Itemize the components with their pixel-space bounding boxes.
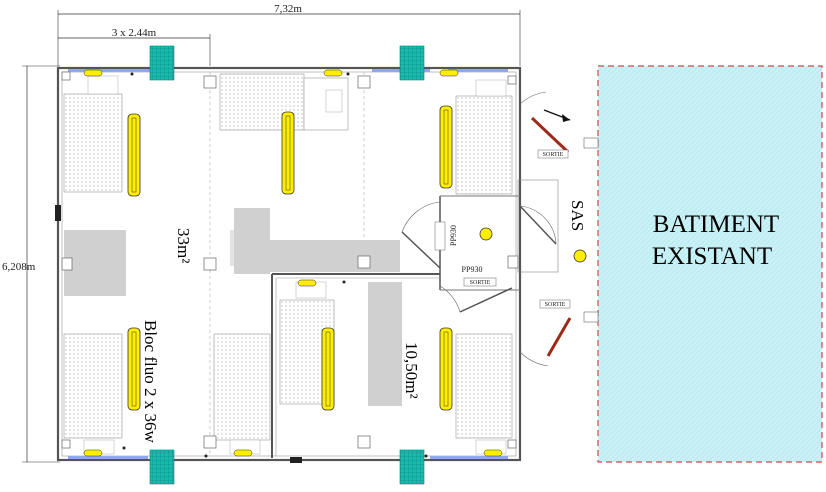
small-room-label: 10,50m² xyxy=(402,342,421,399)
exit-sign-top: SORTIE xyxy=(543,152,564,158)
airlock-doors: SORTIE SORTIE xyxy=(401,91,599,367)
exit-sign-bottom: SORTIE xyxy=(545,302,566,308)
pp930-labels: PP930 PP930 SORTIE xyxy=(434,221,497,287)
total-depth-label: 6,208m xyxy=(2,261,36,273)
airlock-label: SAS xyxy=(568,200,587,231)
outer-walls xyxy=(55,66,522,462)
main-area-label: 33m² xyxy=(174,228,193,263)
grey-tables xyxy=(64,208,402,406)
pp930-label-top: PP930 xyxy=(449,225,458,246)
dimension-total-depth: 6,208m xyxy=(2,65,60,463)
column-markers xyxy=(61,71,519,449)
pp930-exit-bottom: SORTIE xyxy=(470,280,491,286)
existing-building-line1: BATIMENT xyxy=(653,211,779,238)
lighting-note-label: Bloc fluo 2 x 36w xyxy=(141,320,160,443)
module-width-label: 3 x 2.44m xyxy=(112,27,157,39)
total-width-label: 7,32m xyxy=(274,3,302,15)
wall-devices xyxy=(122,72,428,463)
furniture-desks xyxy=(63,73,513,455)
hvac-units xyxy=(149,45,425,485)
dimension-module-width: 3 x 2.44m xyxy=(58,27,211,66)
dimension-total-width: 7,32m xyxy=(57,3,521,66)
existing-building-line2: EXISTANT xyxy=(652,243,772,270)
pp930-label-bottom: PP930 xyxy=(462,265,483,274)
fluo-lights xyxy=(83,69,587,457)
existing-building: BATIMENT EXISTANT xyxy=(597,65,823,463)
